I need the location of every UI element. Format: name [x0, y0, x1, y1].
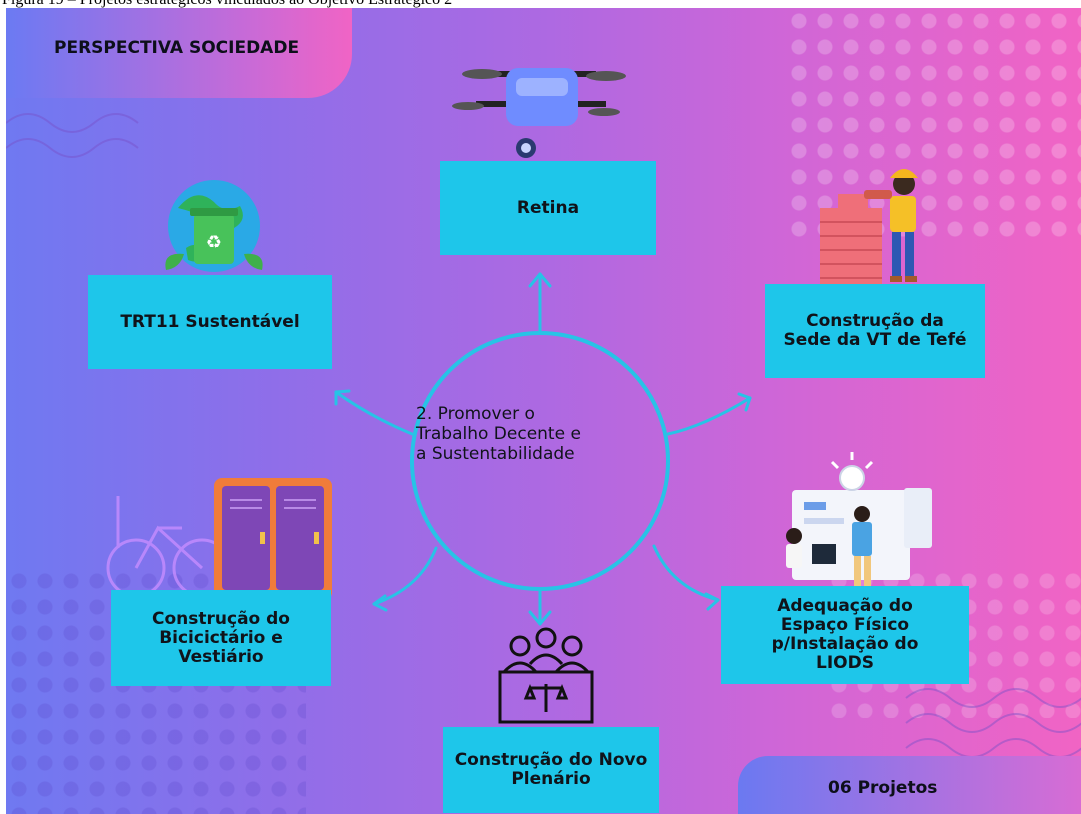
project-box-tefe: Construção da Sede da VT de Tefé: [765, 284, 985, 378]
project-label: Construção do Bicicictário e Vestiário: [152, 608, 290, 667]
project-box-bicicletario: Construção do Bicicictário e Vestiário: [111, 590, 331, 686]
bicycle-lockers-icon: [106, 478, 332, 600]
project-box-retina: Retina: [440, 161, 656, 255]
office-team-icon: [786, 452, 932, 588]
perspective-title-pill: PERSPECTIVA SOCIEDADE: [6, 8, 352, 98]
drone-icon: [452, 68, 626, 158]
project-box-liods: Adequação do Espaço Físico p/Instalação …: [721, 586, 969, 684]
recycling-globe-icon: ♻: [165, 180, 263, 272]
figure-caption: Figura 19 – Projetos estratégicos vincul…: [0, 0, 1081, 10]
project-box-trt11: TRT11 Sustentável: [88, 275, 332, 369]
project-label: Construção do Novo Plenário: [454, 750, 648, 789]
court-assembly-icon: [498, 627, 594, 724]
project-label: TRT11 Sustentável: [120, 311, 300, 332]
project-label: Retina: [516, 197, 580, 218]
arrows: [334, 272, 752, 626]
project-count: 06 Projetos: [828, 778, 938, 798]
project-count-pill: 06 Projetos: [738, 756, 1081, 814]
connectors: ♻: [6, 68, 1081, 758]
wave-decoration: [6, 113, 1081, 758]
project-label: Adequação do Espaço Físico p/Instalação …: [771, 596, 919, 673]
hub-label: 2. Promover o Trabalho Decente e a Suste…: [416, 404, 581, 464]
perspective-title: PERSPECTIVA SOCIEDADE: [54, 38, 300, 58]
svg-text:♻: ♻: [206, 232, 222, 253]
construction-worker-icon: [820, 169, 918, 290]
diagram-canvas: ♻: [6, 8, 1081, 814]
dots-decoration: [786, 8, 1081, 238]
project-label: Construção da Sede da VT de Tefé: [783, 311, 967, 350]
project-box-plenario: Construção do Novo Plenário: [443, 727, 659, 813]
